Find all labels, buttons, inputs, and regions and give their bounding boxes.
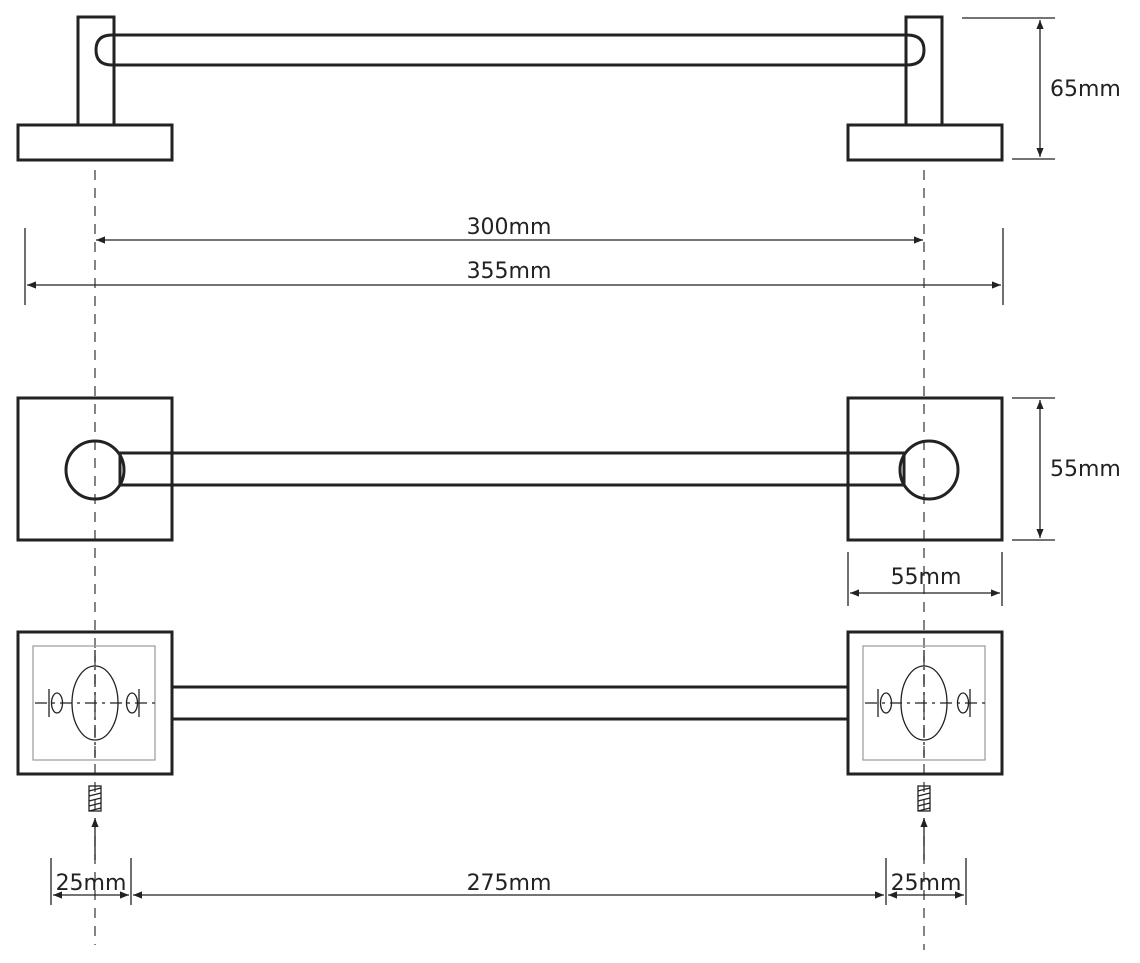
dim-screw-offset-right-label: 25mm [891,871,962,896]
mounting-view [16,630,1004,860]
side-left-post [76,15,116,127]
side-view [16,15,1004,162]
center-lines [94,170,925,950]
dim-height-side-label: 65mm [1050,77,1121,102]
side-right-base [846,123,1004,162]
dim-plate-height: 55mm [1012,397,1121,541]
side-left-base [16,123,174,162]
right-set-screw [917,785,931,860]
left-set-screw [88,785,102,860]
dim-bar-span-label: 275mm [467,871,552,896]
front-left-knob [64,439,126,501]
front-view [16,396,1004,542]
back-bar [170,685,850,721]
back-left-plate [16,630,174,776]
dim-overall-length: 355mm [24,228,1004,305]
dim-center-distance: 300mm [96,215,923,244]
dim-center-distance-label: 300mm [467,215,552,240]
dim-overall-length-label: 355mm [467,259,552,284]
side-bar [94,33,926,67]
dim-bottom-row: 25mm 275mm 25mm [50,858,967,905]
front-left-plate [16,396,174,542]
dim-plate-width: 55mm [847,552,1003,606]
dim-plate-height-label: 55mm [1050,457,1121,482]
front-right-knob [898,439,960,501]
back-right-plate [846,630,1004,776]
side-right-post [904,15,944,127]
dim-plate-width-label: 55mm [891,565,962,590]
dim-screw-offset-left-label: 25mm [56,871,127,896]
front-right-plate [846,396,1004,542]
dim-height-side: 65mm [962,17,1121,160]
front-bar [118,451,906,487]
